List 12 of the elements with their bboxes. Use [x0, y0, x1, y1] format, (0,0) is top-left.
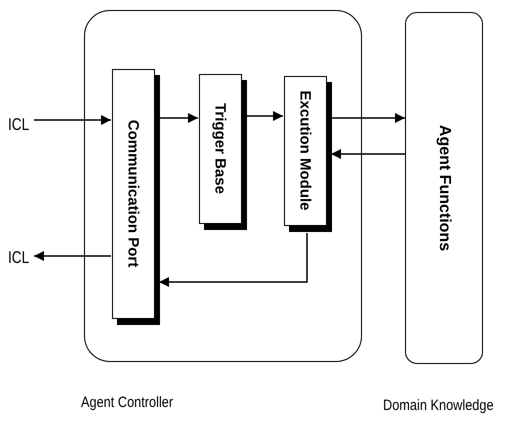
- port-label: ICL: [8, 248, 30, 268]
- box-label: Agent Functions: [434, 123, 454, 253]
- arrow: [34, 251, 111, 261]
- panel-heading: Domain Knowledge: [383, 397, 494, 414]
- arrow: [159, 113, 198, 123]
- panel-heading: Agent Controller: [81, 394, 174, 411]
- port-label: ICL: [8, 115, 30, 135]
- box-label: Excution Module: [296, 90, 315, 212]
- arrow: [34, 115, 111, 125]
- arrow: [246, 111, 283, 121]
- box-label: Communication Port: [124, 118, 143, 270]
- box-label: Trigger Base: [210, 102, 230, 196]
